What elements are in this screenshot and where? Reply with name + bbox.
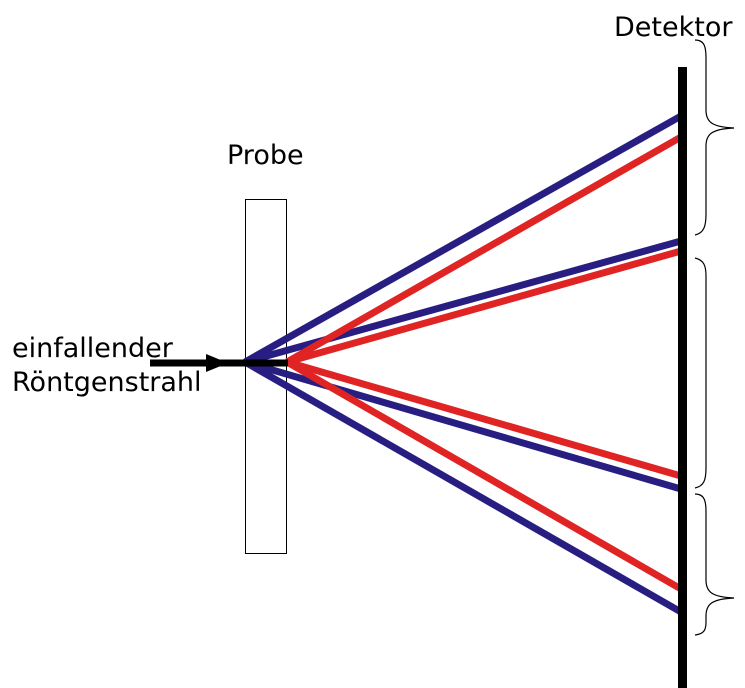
brace-lower (694, 493, 735, 636)
blue-ray (243, 358, 683, 616)
sample-label: Probe (227, 140, 304, 171)
incident-beam-label-line1: einfallender (12, 333, 173, 364)
red-ray (285, 358, 683, 593)
brace-upper (694, 39, 735, 236)
detector-bar (678, 67, 687, 688)
brace-middle (694, 257, 707, 489)
detector-label: Detektor (614, 12, 733, 43)
incident-beam-arrowhead (206, 354, 228, 372)
red-ray (286, 358, 682, 480)
blue-ray (244, 358, 682, 493)
red-ray (286, 247, 682, 366)
red-ray (285, 133, 683, 366)
incident-beam-label-line2: Röntgenstrahl (12, 367, 202, 398)
blue-ray (243, 112, 683, 366)
